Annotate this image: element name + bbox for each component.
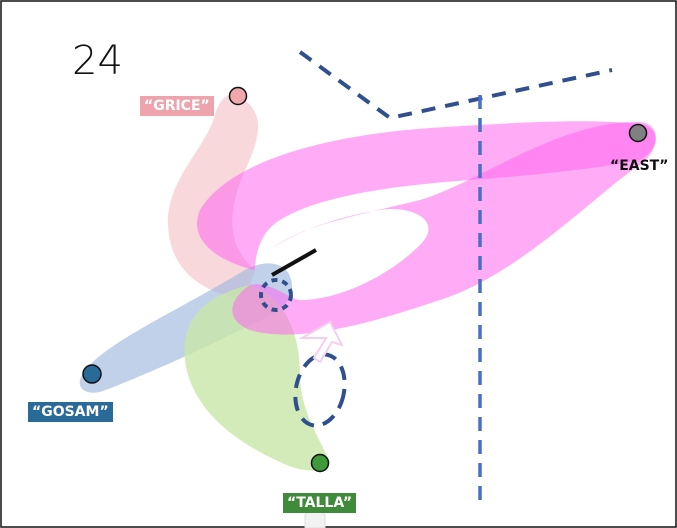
grice-dot <box>228 86 248 106</box>
gosam-label: “GOSAM” <box>28 402 113 422</box>
hollow-up-arrow-icon <box>298 320 344 364</box>
east-dot <box>628 123 648 143</box>
center-pointer-line <box>271 248 317 277</box>
center-dashed-circle <box>259 278 293 312</box>
east-label: “EAST” <box>610 158 669 174</box>
top-dashed-path <box>298 50 613 121</box>
east-band <box>232 121 656 335</box>
gosam-dot <box>82 364 102 384</box>
slide-number: 24 <box>72 38 123 84</box>
talla-dot <box>310 453 330 473</box>
bottom-dashed-ellipse <box>293 352 347 428</box>
talla-label: “TALLA” <box>283 493 357 513</box>
east-band-upper <box>197 121 656 271</box>
grice-label: “GRICE” <box>140 96 214 116</box>
talla-band <box>184 285 330 471</box>
